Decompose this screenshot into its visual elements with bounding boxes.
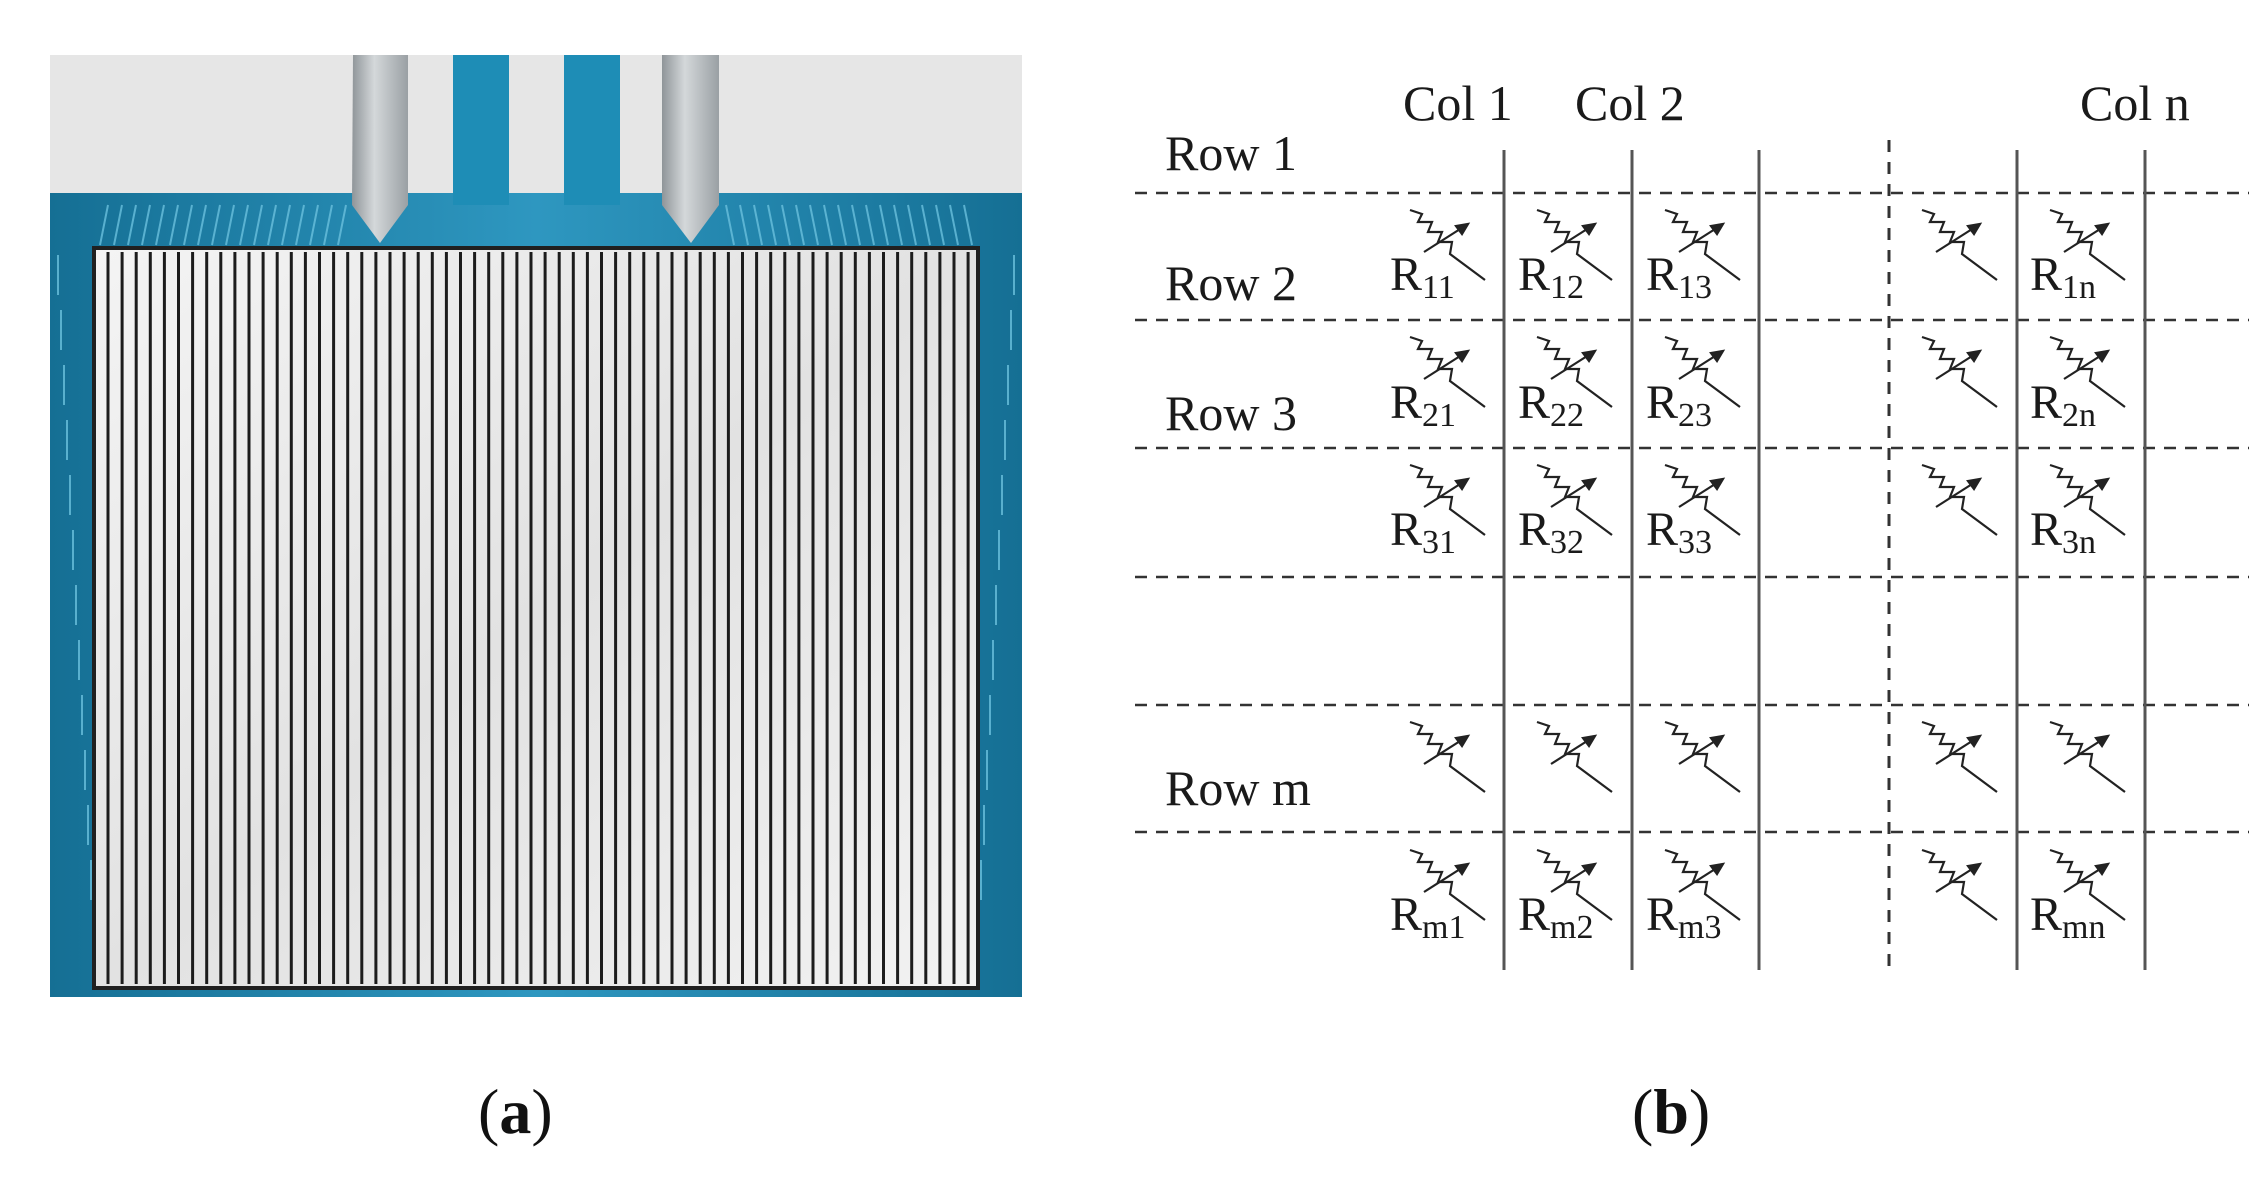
variable-resistor-symbol <box>1536 848 1613 921</box>
fanout-trace <box>281 204 291 246</box>
resistor-label: R21 <box>1390 376 1456 434</box>
connector-tail-2 <box>453 55 509 205</box>
resistor-label: R22 <box>1518 376 1584 434</box>
fanout-trace <box>963 204 973 246</box>
variable-resistor-symbol <box>1921 463 1998 536</box>
resistor-label: Rm1 <box>1390 888 1465 946</box>
resistor-label: Rm2 <box>1518 888 1593 946</box>
variable-resistor-symbol <box>1409 848 1486 921</box>
fanout-trace <box>197 204 207 246</box>
fanout-trace <box>879 204 889 246</box>
column-label-1: Col 1 <box>1403 75 1513 131</box>
fanout-trace <box>739 204 749 246</box>
resistor-label: Rm3 <box>1646 888 1721 946</box>
row-label-1: Row 1 <box>1165 125 1297 181</box>
resistor-matrix-diagram: Col 1 Col 2 Col n Row 1 Row 2 Row 3 Row … <box>1135 75 2249 970</box>
resistor-label: R12 <box>1518 248 1584 306</box>
resistor-label: R31 <box>1390 503 1456 561</box>
fanout-trace <box>921 204 931 246</box>
fanout-trace <box>225 204 235 246</box>
variable-resistor-symbol <box>2049 848 2126 921</box>
connector-tail-3 <box>564 55 620 205</box>
fanout-trace <box>725 204 735 246</box>
resistor-label: R11 <box>1390 248 1455 306</box>
resistor-label: R2n <box>2030 376 2096 434</box>
row-label-3: Row 3 <box>1165 385 1297 441</box>
fanout-trace <box>837 204 847 246</box>
fanout-trace <box>211 204 221 246</box>
fanout-trace <box>337 204 347 246</box>
variable-resistor-symbol <box>1664 848 1741 921</box>
variable-resistor-symbol <box>2049 463 2126 536</box>
fanout-trace <box>183 204 193 246</box>
fanout-trace <box>907 204 917 246</box>
row-lines <box>1135 191 2249 834</box>
variable-resistor-symbol <box>2049 335 2126 408</box>
variable-resistor-symbol <box>1409 335 1486 408</box>
fanout-trace <box>865 204 875 246</box>
resistor-label: R33 <box>1646 503 1712 561</box>
fanout-trace <box>823 204 833 246</box>
caption-b: (b) <box>1632 1076 1711 1147</box>
resistor-label: R3n <box>2030 503 2096 561</box>
fanout-trace <box>253 204 263 246</box>
sensor-photo <box>50 55 1022 997</box>
sensing-area <box>92 246 980 990</box>
column-lines <box>1502 140 2147 970</box>
connector-tail-4 <box>662 55 719 243</box>
fanout-trace <box>155 204 165 246</box>
resistor-label: R13 <box>1646 248 1712 306</box>
fanout-traces <box>57 204 1015 900</box>
fanout-trace <box>239 204 249 246</box>
variable-resistor-symbol <box>1409 720 1486 793</box>
column-label-n: Col n <box>2080 75 2190 131</box>
fanout-trace <box>323 204 333 246</box>
variable-resistor-symbol <box>1921 335 1998 408</box>
caption-a: (a) <box>478 1076 553 1147</box>
fanout-trace <box>753 204 763 246</box>
variable-resistor-symbol <box>1409 208 1486 281</box>
variable-resistor-symbol <box>2049 208 2126 281</box>
resistor-label: R32 <box>1518 503 1584 561</box>
variable-resistor-symbol <box>2049 720 2126 793</box>
fanout-trace <box>295 204 305 246</box>
variable-resistor-symbol <box>1664 463 1741 536</box>
column-label-2: Col 2 <box>1575 75 1685 131</box>
fanout-trace <box>767 204 777 246</box>
variable-resistor-symbol <box>1921 208 1998 281</box>
fanout-trace <box>795 204 805 246</box>
resistor-label: R1n <box>2030 248 2096 306</box>
row-label-m: Row m <box>1165 760 1311 816</box>
resistor-label: R23 <box>1646 376 1712 434</box>
fanout-trace <box>935 204 945 246</box>
fanout-trace <box>113 204 123 246</box>
fanout-trace <box>99 204 109 246</box>
variable-resistor-symbol <box>1409 463 1486 536</box>
fanout-trace <box>781 204 791 246</box>
variable-resistor-symbol <box>1664 335 1741 408</box>
fanout-trace <box>809 204 819 246</box>
fanout-trace <box>141 204 151 246</box>
resistor-symbols <box>1409 208 2126 921</box>
variable-resistor-symbol <box>1536 463 1613 536</box>
variable-resistor-symbol <box>1536 335 1613 408</box>
variable-resistor-symbol <box>1921 848 1998 921</box>
resistor-label: Rmn <box>2030 888 2105 946</box>
fanout-trace <box>309 204 319 246</box>
fanout-trace <box>267 204 277 246</box>
fanout-trace <box>893 204 903 246</box>
fanout-trace <box>127 204 137 246</box>
fanout-trace <box>851 204 861 246</box>
variable-resistor-symbol <box>1536 720 1613 793</box>
variable-resistor-symbol <box>1664 720 1741 793</box>
variable-resistor-symbol <box>1664 208 1741 281</box>
variable-resistor-symbol <box>1536 208 1613 281</box>
connector-tail-1 <box>352 55 408 243</box>
variable-resistor-symbol <box>1921 720 1998 793</box>
fanout-trace <box>949 204 959 246</box>
fanout-trace <box>169 204 179 246</box>
row-label-2: Row 2 <box>1165 255 1297 311</box>
electrode-lines <box>106 252 970 984</box>
